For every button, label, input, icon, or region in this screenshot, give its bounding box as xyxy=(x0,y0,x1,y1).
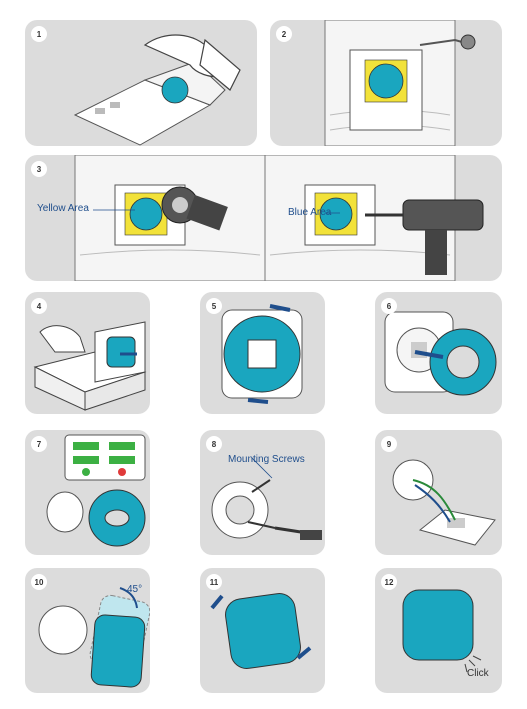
step-number: 2 xyxy=(276,26,292,42)
step-number: 1 xyxy=(31,26,47,42)
click-label: Click xyxy=(467,668,489,679)
device-attach-angle-illustration xyxy=(38,587,150,688)
blue-area-label: Blue Area xyxy=(288,207,332,218)
step-8-panel: 8 Mounting Screws xyxy=(200,430,325,555)
step-6-panel: 6 xyxy=(375,292,502,414)
step-number: 8 xyxy=(206,436,222,452)
screwing-illustration xyxy=(211,457,322,540)
device-rotate-illustration xyxy=(210,593,312,669)
wiring-illustration xyxy=(392,459,496,546)
step-9-panel: 9 xyxy=(375,430,502,555)
level-mounting-illustration xyxy=(46,434,146,547)
template-on-wall-illustration xyxy=(324,20,476,146)
step-number: 7 xyxy=(31,436,47,452)
angle-label: 45° xyxy=(127,584,143,595)
template-unfolding-illustration xyxy=(73,34,241,146)
plate-removal-illustration xyxy=(384,311,497,396)
step-number: 10 xyxy=(31,574,47,590)
step-number: 3 xyxy=(31,161,47,177)
step-number: 4 xyxy=(31,298,47,314)
step-7-panel: 7 xyxy=(25,430,150,555)
mounting-screws-label: Mounting Screws xyxy=(228,454,305,465)
step-2-panel: 2 xyxy=(270,20,502,146)
step-12-panel: 12 Click xyxy=(375,568,502,693)
step-3-panel: 3 Yellow Area Blue Area xyxy=(25,155,502,281)
step-number: 12 xyxy=(381,574,397,590)
step-4-panel: 4 xyxy=(25,292,150,414)
box-unpacking-illustration xyxy=(33,321,147,411)
step-number: 11 xyxy=(206,574,222,590)
step-5-panel: 5 xyxy=(200,292,325,414)
step-11-panel: 11 xyxy=(200,568,325,693)
yellow-area-label: Yellow Area xyxy=(37,203,89,214)
step-number: 9 xyxy=(381,436,397,452)
plate-rotate-illustration xyxy=(221,304,303,404)
step-10-panel: 10 45° xyxy=(25,568,150,693)
step-number: 6 xyxy=(381,298,397,314)
step-number: 5 xyxy=(206,298,222,314)
step-1-panel: 1 xyxy=(25,20,257,146)
device-click-illustration xyxy=(402,589,482,673)
drilling-illustration xyxy=(74,155,484,281)
